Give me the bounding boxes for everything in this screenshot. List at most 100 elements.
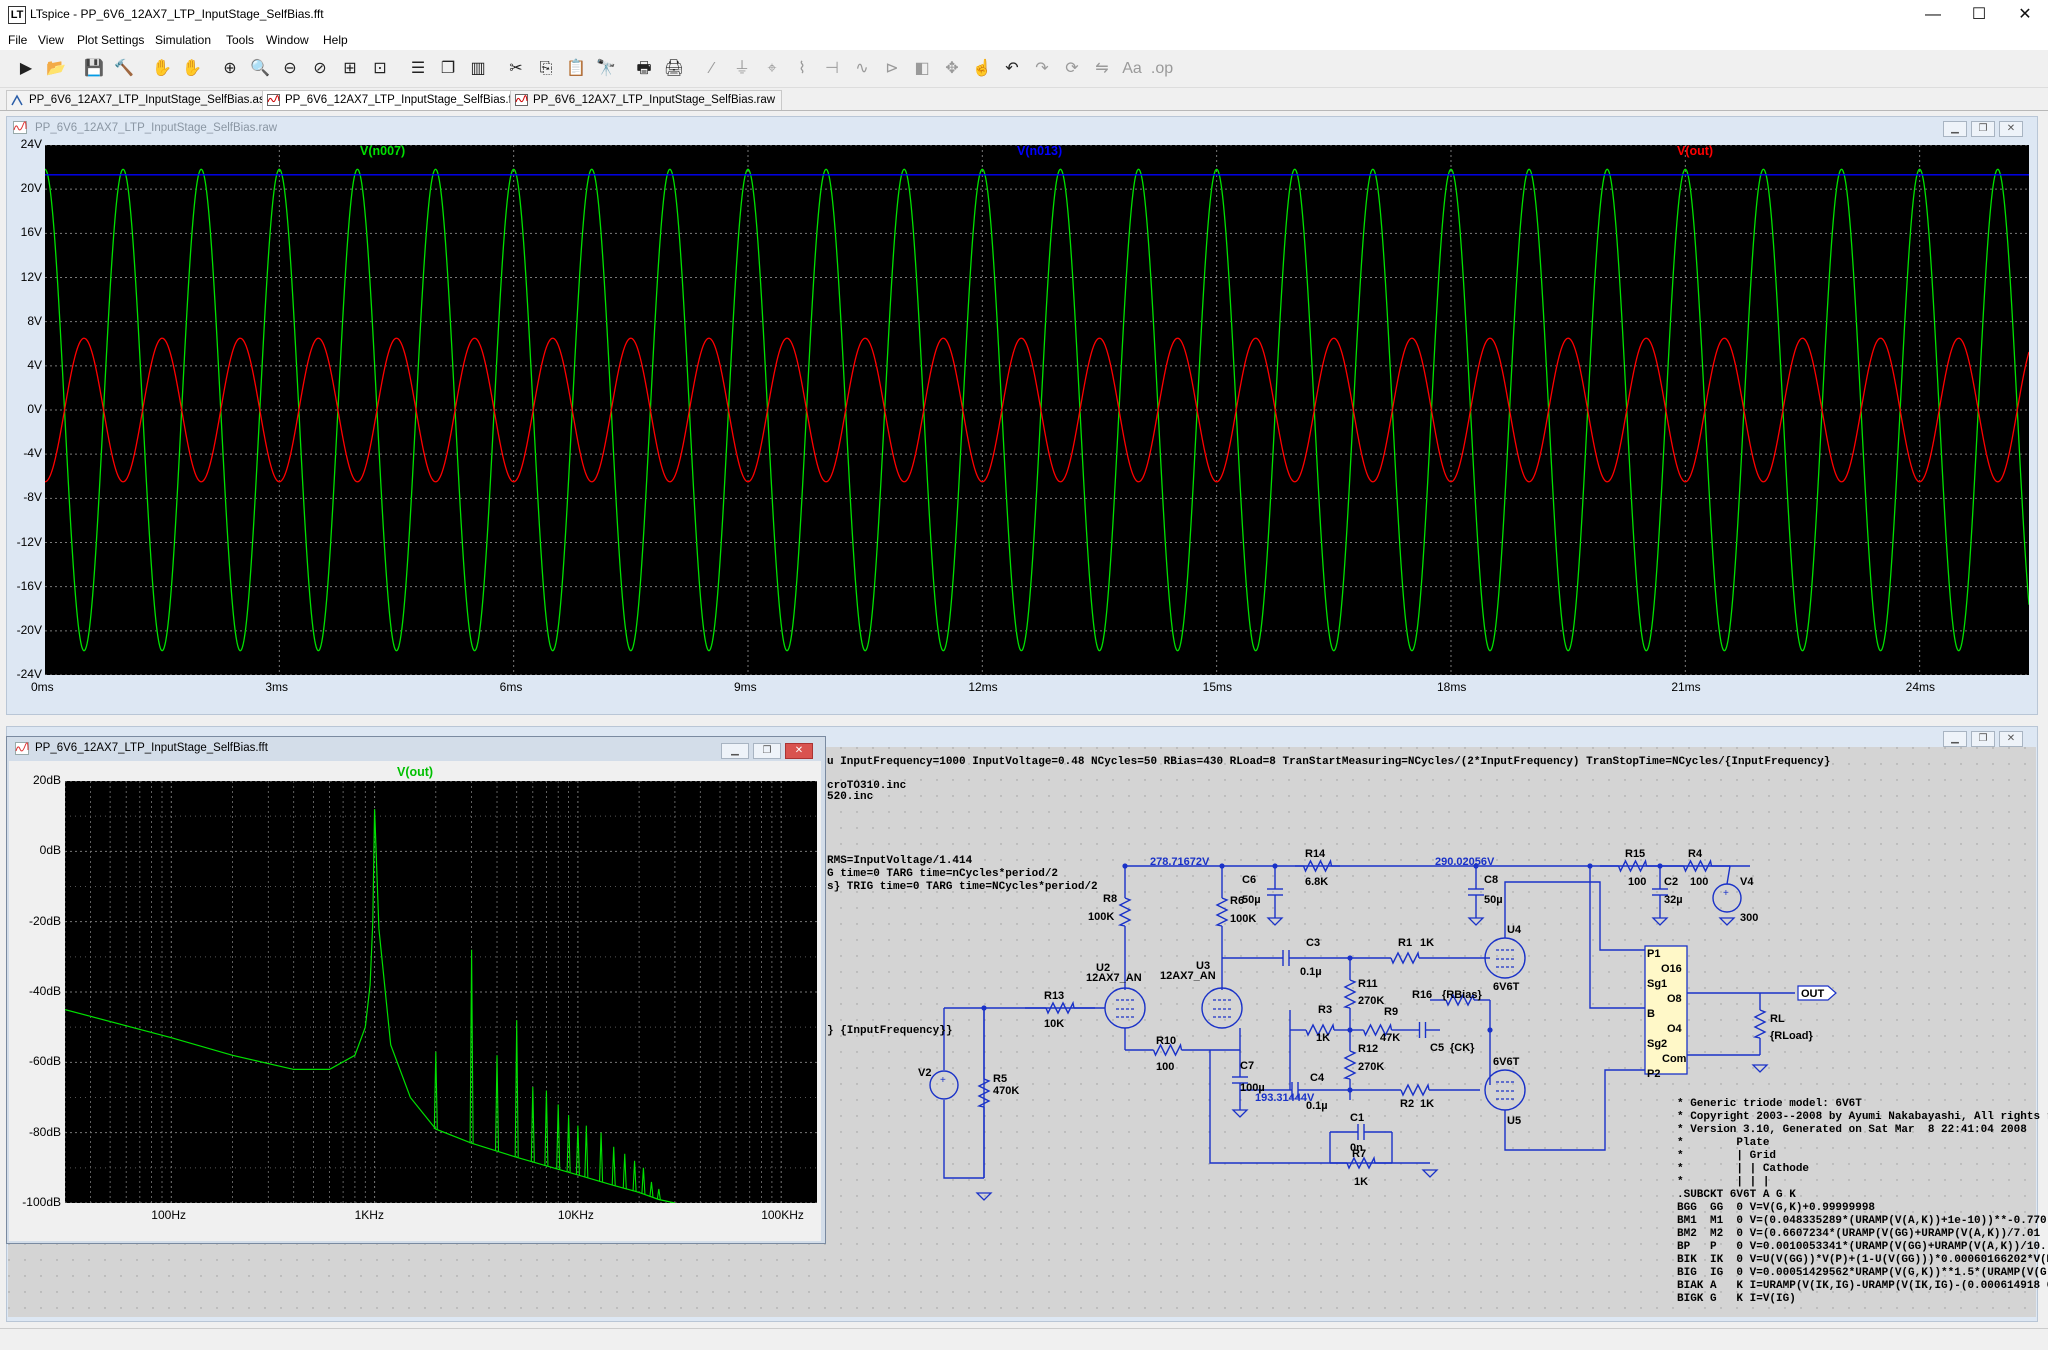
wire-icon[interactable]: ∕ bbox=[710, 60, 714, 77]
label-icon[interactable]: ⌖ bbox=[767, 60, 777, 77]
control-panel-icon[interactable]: 🔨 bbox=[114, 60, 134, 77]
menu-tools[interactable]: Tools bbox=[226, 33, 255, 47]
trace-label[interactable]: V(n007) bbox=[360, 144, 406, 158]
resistor-R7[interactable] bbox=[1346, 1155, 1376, 1170]
resistor-R1[interactable] bbox=[1390, 950, 1420, 965]
mdi-minimize-button[interactable]: ▁ bbox=[1943, 121, 1967, 137]
zoom-out-icon[interactable]: ⊖ bbox=[283, 60, 297, 77]
mdi-restore-button[interactable]: ❐ bbox=[1971, 731, 1995, 747]
find-icon[interactable]: 🔭 bbox=[596, 60, 616, 77]
diode-icon[interactable]: ⊳ bbox=[885, 60, 899, 77]
resistor-R11[interactable] bbox=[1342, 979, 1357, 1009]
transient-plot-window[interactable]: PP_6V6_12AX7_LTP_InputStage_SelfBias.raw… bbox=[6, 116, 2038, 715]
zoom-in-icon[interactable]: ⊕ bbox=[223, 60, 237, 77]
menu-simulation[interactable]: Simulation bbox=[155, 33, 212, 47]
wire[interactable] bbox=[1726, 865, 1731, 885]
ground-icon[interactable] bbox=[975, 1192, 993, 1201]
mirror-icon[interactable]: ⇋ bbox=[1095, 60, 1109, 77]
trace-label[interactable]: V(out) bbox=[1677, 144, 1714, 158]
spice-directive-icon[interactable]: .op bbox=[1150, 60, 1174, 77]
inductor-icon[interactable]: ∿ bbox=[855, 60, 869, 77]
wire[interactable] bbox=[1504, 881, 1645, 951]
resistor-icon[interactable]: ⌇ bbox=[798, 60, 806, 77]
print-setup-icon[interactable]: 🖨 bbox=[663, 60, 685, 77]
open-icon[interactable]: 📂 bbox=[46, 60, 66, 77]
resistor-R4[interactable] bbox=[1682, 858, 1713, 873]
undo-icon[interactable]: ↶ bbox=[1005, 60, 1019, 77]
ground-icon[interactable] bbox=[1421, 1169, 1439, 1178]
resistor-R15[interactable] bbox=[1617, 858, 1648, 873]
resistor-R6[interactable] bbox=[1214, 897, 1229, 927]
autorange-icon[interactable]: ⊞ bbox=[343, 60, 357, 77]
zoom-full-icon[interactable]: ⊘ bbox=[313, 60, 327, 77]
resistor-R9[interactable] bbox=[1362, 1022, 1393, 1037]
resistor-R16[interactable] bbox=[1445, 992, 1475, 1007]
resistor-R8[interactable] bbox=[1117, 897, 1132, 927]
wire[interactable] bbox=[1504, 1069, 1645, 1151]
menu-window[interactable]: Window bbox=[266, 33, 309, 47]
cut-icon[interactable]: ✂ bbox=[509, 60, 523, 77]
mdi-restore-button[interactable]: ❐ bbox=[1971, 121, 1995, 137]
resistor-R5[interactable] bbox=[976, 1078, 991, 1108]
resistor-R13[interactable] bbox=[1045, 1000, 1075, 1015]
halt-icon[interactable]: ✋ bbox=[152, 60, 172, 77]
run-icon[interactable]: ▶ bbox=[19, 60, 33, 77]
wire[interactable] bbox=[1589, 866, 1645, 1009]
resistor-R14[interactable] bbox=[1302, 858, 1333, 873]
menu-file[interactable]: File bbox=[8, 33, 28, 47]
transient-plot-area[interactable] bbox=[44, 144, 2030, 676]
mdi-minimize-button[interactable]: ▁ bbox=[1943, 731, 1967, 747]
ground-icon[interactable] bbox=[1266, 917, 1284, 926]
close-button[interactable]: ✕ bbox=[2018, 6, 2032, 23]
ground-icon[interactable] bbox=[1718, 917, 1736, 926]
tube-U3[interactable] bbox=[1201, 987, 1243, 1029]
paste-icon[interactable]: 📋 bbox=[566, 60, 586, 77]
voltage-source-V2[interactable] bbox=[929, 1070, 959, 1100]
fft-plot-window[interactable]: PP_6V6_12AX7_LTP_InputStage_SelfBias.fft… bbox=[6, 736, 826, 1244]
mdi-close-button[interactable]: ✕ bbox=[1999, 731, 2023, 747]
tab-asc[interactable]: PP_6V6_12AX7_LTP_InputStage_SelfBias.asc bbox=[6, 90, 270, 110]
copy-icon[interactable]: ⎘ bbox=[539, 60, 553, 77]
print-icon[interactable]: 🖶 bbox=[636, 60, 652, 77]
save-icon[interactable]: 💾 bbox=[84, 60, 104, 77]
pan-icon[interactable]: ✋ bbox=[182, 60, 202, 77]
ground-icon[interactable] bbox=[1651, 917, 1669, 926]
resistor-R2[interactable] bbox=[1400, 1082, 1430, 1097]
cascade-icon[interactable]: ❐ bbox=[440, 60, 456, 77]
capacitor-icon[interactable]: ⊣ bbox=[825, 60, 839, 77]
fit-icon[interactable]: ⊡ bbox=[373, 60, 387, 77]
mdi-minimize-button[interactable]: ▁ bbox=[721, 743, 749, 759]
resistor-RL[interactable] bbox=[1752, 1009, 1767, 1039]
trace-label[interactable]: V(out) bbox=[397, 765, 434, 779]
move-icon[interactable]: ✥ bbox=[945, 60, 959, 77]
menu-view[interactable]: View bbox=[38, 33, 64, 47]
tab-fft[interactable]: PP_6V6_12AX7_LTP_InputStage_SelfBias.fft bbox=[262, 90, 530, 110]
output-transformer[interactable] bbox=[1644, 945, 1688, 1075]
fft-plot-area[interactable] bbox=[64, 780, 817, 1204]
text-icon[interactable]: Aa bbox=[1122, 60, 1142, 77]
rotate-icon[interactable]: ⟳ bbox=[1065, 60, 1079, 77]
tile-vertical-icon[interactable]: ▥ bbox=[470, 60, 486, 77]
mdi-restore-button[interactable]: ❐ bbox=[753, 743, 781, 759]
mdi-close-button[interactable]: ✕ bbox=[785, 743, 813, 759]
out-net-label[interactable] bbox=[1797, 985, 1837, 1001]
mdi-close-button[interactable]: ✕ bbox=[1999, 121, 2023, 137]
zoom-box-icon[interactable]: 🔍 bbox=[250, 60, 270, 77]
wire[interactable] bbox=[943, 1100, 984, 1179]
maximize-button[interactable]: ☐ bbox=[1971, 6, 1987, 23]
tab-raw[interactable]: PP_6V6_12AX7_LTP_InputStage_SelfBias.raw bbox=[510, 90, 782, 110]
tile-horizontal-icon[interactable]: ☰ bbox=[410, 60, 426, 77]
component-icon[interactable]: ◧ bbox=[914, 60, 930, 77]
resistor-R12[interactable] bbox=[1342, 1050, 1357, 1080]
menu-plot-settings[interactable]: Plot Settings bbox=[77, 33, 145, 47]
redo-icon[interactable]: ↷ bbox=[1035, 60, 1049, 77]
minimize-button[interactable]: — bbox=[1925, 6, 1941, 23]
ground-icon[interactable] bbox=[1231, 1109, 1249, 1118]
resistor-R10[interactable] bbox=[1152, 1042, 1183, 1057]
menu-help[interactable]: Help bbox=[323, 33, 348, 47]
ground-icon[interactable] bbox=[1467, 917, 1485, 926]
resistor-R3[interactable] bbox=[1305, 1022, 1335, 1037]
ground-icon[interactable]: ⏚ bbox=[733, 60, 750, 77]
drag-icon[interactable]: ☝ bbox=[972, 60, 992, 77]
trace-label[interactable]: V(n013) bbox=[1017, 144, 1063, 158]
